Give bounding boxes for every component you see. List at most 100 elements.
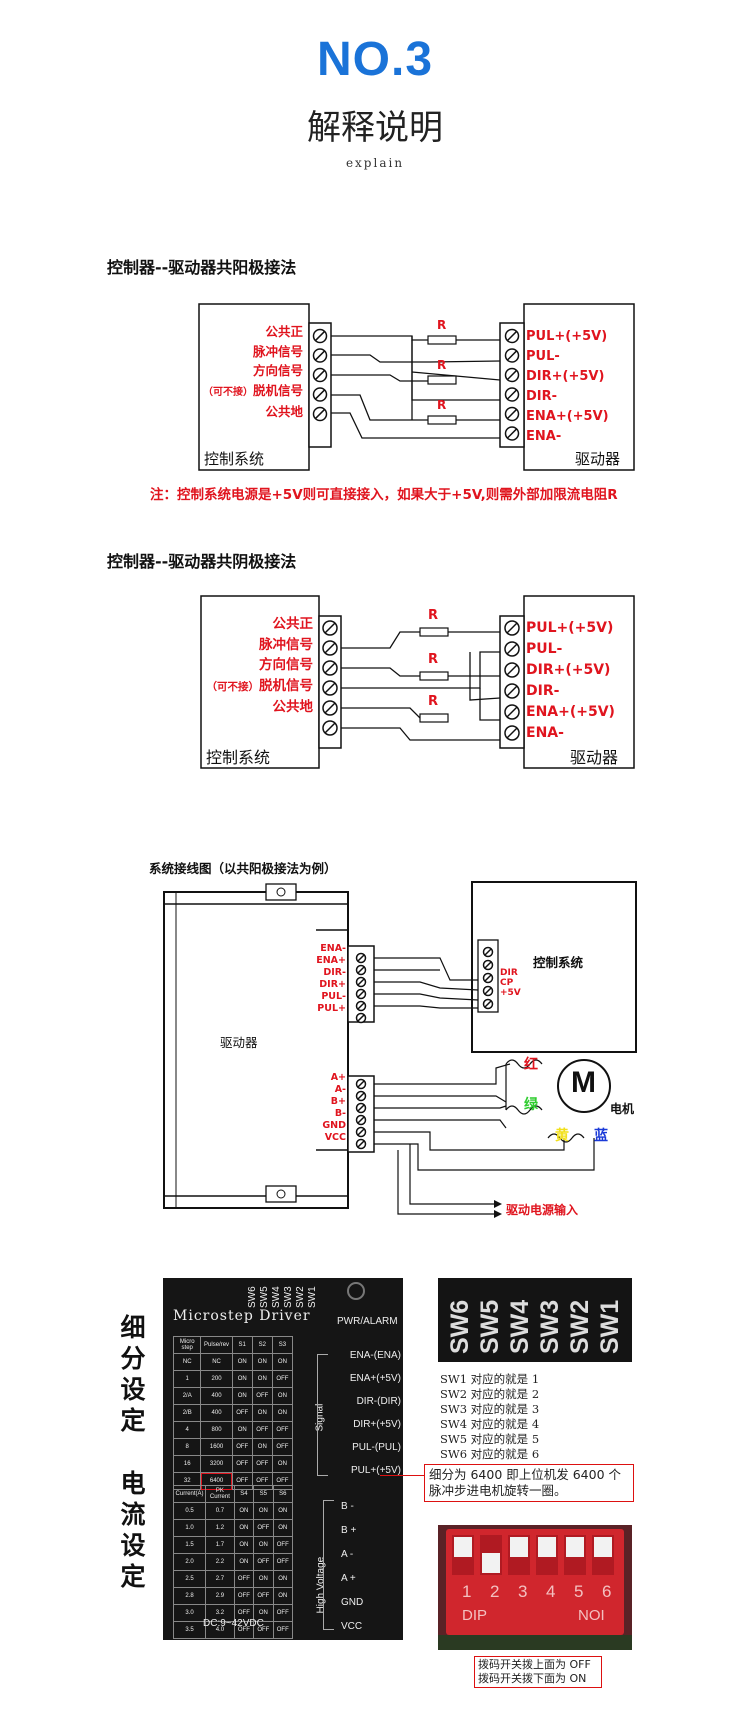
diagram2-controller-pins: 公共正 脉冲信号 方向信号 （可不接）脱机信号 公共地 — [201, 614, 314, 718]
diagram1-controller-terminal-screw-slot — [314, 350, 326, 361]
microstep-table-cell: NC — [200, 1353, 233, 1371]
panel-sw-label: SW2 — [295, 1286, 306, 1308]
panel-pwr-alarm: PWR/ALARM — [337, 1316, 398, 1327]
subdivision-note: 细分为 6400 即上位机发 6400 个脉冲步进电机旋转一圈。 — [424, 1464, 634, 1502]
microstep-table-header-cell: Pulse/rev — [200, 1336, 233, 1354]
panel-dc-range: DC:9~42VDC — [203, 1618, 264, 1629]
panel-sw-label: SW3 — [283, 1286, 294, 1308]
sw-map-4: SW4 对应的就是 4 — [440, 1417, 540, 1431]
panel-sw-label: SW1 — [307, 1286, 318, 1308]
wiring-cpin-2: CP — [500, 978, 514, 988]
diagram1-dpin-3: DIR+(+5V) — [526, 369, 605, 384]
section-title: 解释说明 — [307, 108, 443, 148]
wiring-cpin-3: +5V — [500, 988, 521, 998]
dip-toggle-knob — [510, 1537, 528, 1557]
current-table-cell: ON — [253, 1502, 274, 1520]
panel-spin-6: PUL+(+5V) — [350, 1465, 401, 1476]
wiring-controller-terminal-screw-slot — [484, 961, 492, 969]
diagram1-optional-prefix: （可不接） — [202, 386, 253, 398]
wire-red-label: 红 — [524, 1057, 538, 1073]
microstep-table-cell: 400 — [200, 1404, 233, 1422]
sw-map-6: SW6 对应的就是 6 — [440, 1447, 540, 1461]
sw-photo-label: SW3 — [536, 1299, 564, 1354]
panel-hv-bracket — [323, 1500, 334, 1630]
dip-toggle-knob — [538, 1537, 556, 1557]
motor-symbol: M — [571, 1066, 596, 1099]
diagram1-resistor-label-3: R — [437, 398, 447, 412]
diagram2-driver-terminal-screw-slot — [506, 706, 518, 718]
microstep-table-cell: ON — [231, 1353, 253, 1371]
dip-note-off: 拨码开关拨上面为 OFF — [478, 1658, 591, 1671]
microstep-table-cell: ON — [271, 1455, 294, 1473]
system-wiring-diagram — [163, 881, 637, 1218]
microstep-table-cell: ON — [251, 1404, 273, 1422]
wiring-spin-6: PUL+ — [317, 1003, 346, 1014]
wiring-spin-3: DIR- — [323, 967, 346, 978]
power-input-label: 驱动电源输入 — [506, 1203, 579, 1217]
current-table-cell: ON — [233, 1519, 255, 1537]
wiring-mpin-5: GND — [322, 1120, 346, 1131]
dip-toggle — [564, 1535, 586, 1575]
dip-right-label: NOI — [578, 1607, 605, 1624]
diagram1-controller-terminal-screw-slot — [314, 369, 326, 381]
microstep-table-cell: OFF — [251, 1455, 273, 1473]
dip-number: 2 — [490, 1582, 500, 1601]
wiring-controller-terminal-screw-slot — [484, 987, 492, 995]
diagram1-controller-box — [198, 303, 310, 471]
current-table-cell: ON — [272, 1587, 294, 1605]
dip-toggle — [452, 1535, 474, 1575]
diagram1-dpin-4: DIR- — [526, 389, 558, 404]
panel-hvpin-4: A + — [341, 1573, 356, 1584]
panel-spin-1: ENA-(ENA) — [349, 1350, 401, 1361]
dip-number: 5 — [574, 1582, 584, 1601]
wiring-signal-terminal-screw-slot — [357, 966, 365, 974]
diagram2-driver-terminal-screw-slot — [506, 664, 518, 676]
wiring-motor-pins: A+ A- B+ B- GND VCC — [312, 1072, 346, 1144]
microstep-table-cell: 8 — [172, 1438, 202, 1456]
microstep-table-cell: 1600 — [200, 1438, 233, 1456]
section-number: NO.3 — [316, 33, 434, 86]
diagram1-driver-terminal-screw-slot — [506, 330, 518, 342]
wiring-spin-2: ENA+ — [316, 955, 346, 966]
dip-number: 3 — [518, 1582, 528, 1601]
microstep-table-cell: ON — [231, 1421, 253, 1439]
panel-hv-pins: B - B + A - A + GND VCC — [341, 1495, 371, 1639]
diagram2-controller-terminal-screw-slot — [324, 622, 336, 634]
subdivision-note-connector — [380, 1475, 424, 1476]
wiring-cpin-1: DIR — [500, 968, 518, 978]
microstep-table-cell: 3200 — [200, 1455, 233, 1473]
microstep-table-cell: 800 — [200, 1421, 233, 1439]
dip-number: 6 — [602, 1582, 612, 1601]
panel-sw-label: SW5 — [259, 1286, 270, 1308]
diagram2-controller-label: 控制系统 — [206, 748, 271, 767]
microstep-table-cell: 2/A — [172, 1387, 202, 1405]
sw-photo-label: SW6 — [446, 1299, 474, 1354]
dip-toggle-knob — [566, 1537, 584, 1557]
current-table-cell: 2.5 — [172, 1570, 207, 1588]
diagram2-controller-terminal-screw-slot — [324, 642, 336, 654]
diagram2-dpin-5: ENA+(+5V) — [526, 704, 615, 720]
diagram1-controller-terminal-screw-slot — [314, 330, 326, 342]
diagram2-driver-terminal-screw-slot — [506, 622, 518, 634]
dip-number: 4 — [546, 1582, 556, 1601]
wiring-signal-terminal-screw-slot — [357, 1002, 365, 1010]
microstep-table-cell: OFF — [231, 1455, 253, 1473]
microstep-table-header-cell: S3 — [271, 1336, 294, 1354]
diagram2-driver-label: 驱动器 — [570, 748, 619, 767]
current-table-cell: ON — [253, 1536, 274, 1554]
diagram2-dpin-2: PUL- — [526, 641, 563, 657]
wiring-controller-box — [471, 881, 637, 1053]
current-table-cell: OFF — [272, 1621, 294, 1639]
diagram2-driver-terminal-screw-slot — [506, 643, 518, 655]
diagram2-dpin-1: PUL+(+5V) — [526, 620, 614, 636]
diagram2-resistors — [419, 627, 449, 723]
microstep-table-cell: ON — [251, 1438, 273, 1456]
diagram1-title: 控制器--驱动器共阳极接法 — [107, 258, 297, 277]
motor-symbol-circle — [557, 1059, 611, 1113]
